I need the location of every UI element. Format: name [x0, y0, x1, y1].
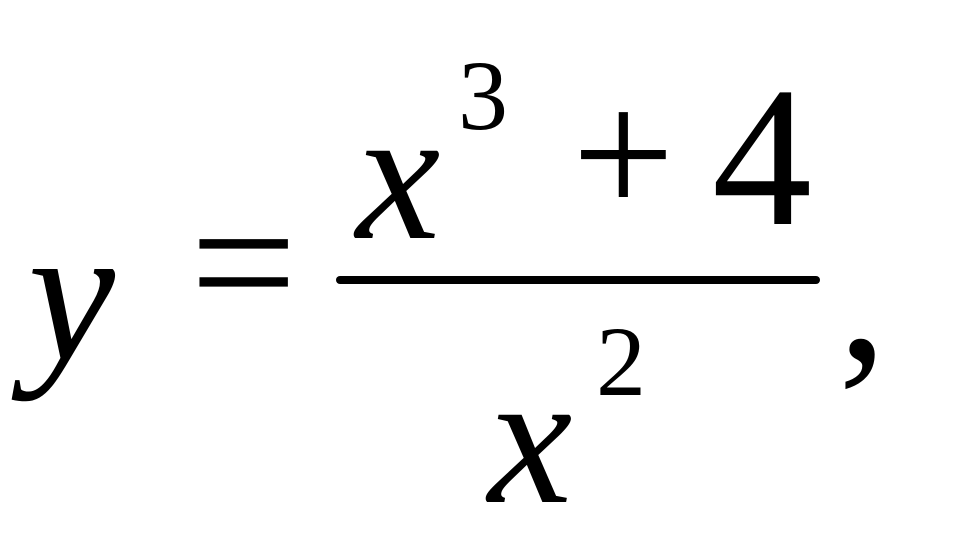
- numerator-exponent: 3: [458, 40, 508, 151]
- denominator-exponent: 2: [596, 306, 646, 417]
- plus-operator: +: [572, 54, 675, 255]
- numerator-constant: 4: [712, 47, 812, 268]
- denominator-base-x: x: [488, 334, 573, 544]
- math-formula: y = x 3 + 4 x 2 ,: [28, 40, 887, 535]
- lhs-variable-y: y: [28, 185, 115, 402]
- fraction-bar: [336, 276, 820, 284]
- equals-sign: =: [190, 158, 298, 368]
- trailing-comma: ,: [838, 185, 887, 402]
- numerator-base-x: x: [356, 70, 441, 280]
